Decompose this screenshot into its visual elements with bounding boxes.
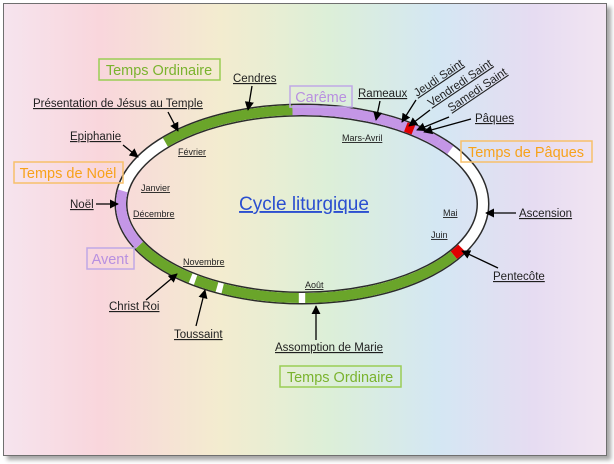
arrow-rameaux bbox=[373, 100, 383, 121]
season-box-ordinaire-top bbox=[98, 58, 221, 81]
arrow-jeudi-saint bbox=[401, 99, 417, 123]
event-assomption: Assomption de Marie bbox=[275, 342, 383, 354]
segment-christ-roi bbox=[188, 273, 198, 285]
month-janvier: Janvier bbox=[141, 183, 170, 193]
arrow-christ-roi bbox=[145, 273, 178, 301]
segment-careme bbox=[292, 105, 442, 147]
arrow-vendredi-saint bbox=[408, 109, 431, 127]
event-noel: Noël bbox=[70, 199, 94, 211]
arrow-pentecote bbox=[461, 250, 499, 269]
segment-toussaint bbox=[215, 282, 224, 294]
segment-temps-ordinaire-summer bbox=[135, 241, 457, 303]
event-rameaux: Rameaux bbox=[358, 88, 407, 100]
arrow-samedi-saint bbox=[416, 116, 450, 132]
arrow-cendres bbox=[244, 85, 254, 111]
cycle-title[interactable]: Cycle liturgique bbox=[239, 194, 369, 215]
month-aout: Août bbox=[305, 280, 324, 290]
event-paques: Pâques bbox=[475, 113, 514, 125]
season-temps-de-noel: Temps de Noël bbox=[20, 166, 117, 182]
event-pentecote: Pentecôte bbox=[493, 271, 545, 283]
event-christ-roi: Christ Roi bbox=[109, 301, 159, 313]
month-mars-avril: Mars-Avril bbox=[342, 133, 382, 143]
month-mai: Mai bbox=[443, 208, 458, 218]
event-presentation: Présentation de Jésus au Temple bbox=[33, 98, 203, 110]
month-juin: Juin bbox=[431, 230, 448, 240]
season-careme: Carême bbox=[295, 90, 347, 106]
season-temps-ordinaire-bottom: Temps Ordinaire bbox=[287, 370, 393, 386]
segment-temps-ordinaire-winter bbox=[162, 105, 293, 147]
event-epiphanie: Epiphanie bbox=[70, 131, 121, 143]
season-box-avent bbox=[86, 247, 135, 270]
arrow-toussaint bbox=[195, 289, 208, 327]
month-decembre: Décembre bbox=[133, 209, 175, 219]
season-avent: Avent bbox=[92, 252, 129, 268]
season-temps-ordinaire-top: Temps Ordinaire bbox=[106, 63, 212, 79]
season-box-careme bbox=[289, 85, 353, 108]
segment-avent bbox=[116, 189, 144, 249]
arrow-presentation bbox=[167, 111, 179, 132]
event-ascension: Ascension bbox=[519, 208, 572, 220]
segment-rameaux bbox=[404, 122, 416, 135]
segment-pentecote bbox=[450, 244, 466, 260]
event-cendres: Cendres bbox=[233, 73, 277, 85]
slide-frame bbox=[3, 3, 607, 456]
month-novembre: Novembre bbox=[183, 257, 225, 267]
segment-triduum bbox=[435, 138, 454, 155]
season-box-ordinaire-bottom bbox=[279, 365, 402, 388]
arrow-paques bbox=[423, 118, 472, 135]
arrow-epiphanie bbox=[122, 144, 139, 158]
ring-segments bbox=[116, 105, 466, 303]
event-toussaint: Toussaint bbox=[174, 329, 223, 341]
season-box-paques bbox=[460, 140, 593, 163]
season-box-noel bbox=[13, 161, 124, 184]
season-temps-de-paques: Temps de Pâques bbox=[468, 145, 584, 161]
month-fevrier: Février bbox=[178, 147, 206, 157]
